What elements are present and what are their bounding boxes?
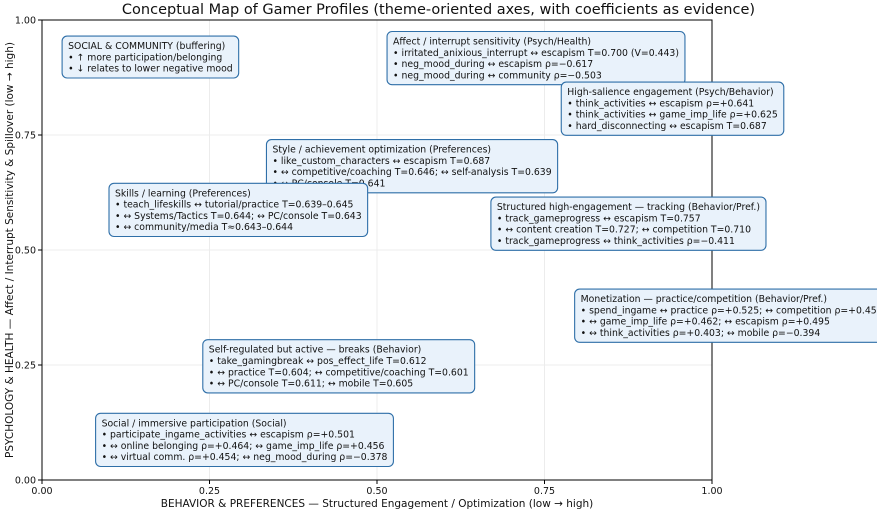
annotation-box-frame (265, 139, 559, 194)
annotation-bullet: • track_gameprogress ↔ escapism T=0.757 (497, 213, 701, 224)
annotation-heading: Structured high-engagement — tracking (B… (497, 202, 760, 213)
annotation-bullet: • ↔ competitive/coaching T=0.646; ↔ self… (272, 167, 551, 178)
annotation-box-frame (386, 30, 686, 86)
annotation-box: High-salience engagement (Psych/Behavior… (560, 81, 785, 136)
y-axis-label: PSYCHOLOGY & HEALTH — Affect / Interrupt… (4, 42, 16, 458)
x-tick-label: 0.75 (534, 486, 555, 497)
x-tick-label: 0.00 (31, 486, 52, 497)
annotation-box: Monetization — practice/competition (Beh… (574, 288, 877, 343)
annotation-bullet: • ↔ online belonging ρ=+0.464; ↔ game_im… (102, 441, 385, 452)
annotation-bullet: • ↑ more participation/belonging (68, 52, 222, 63)
annotation-bullet: • ↔ think_activities ρ=+0.403; ↔ mobile … (581, 328, 821, 339)
annotation-bullet: • ↔ practice T=0.604; ↔ competitive/coac… (209, 367, 469, 378)
annotation-box: Structured high-engagement — tracking (B… (490, 196, 767, 251)
y-tick-label: 0.50 (15, 246, 36, 257)
annotation-heading: Social / immersive participation (Social… (102, 418, 287, 429)
annotation-box-frame (95, 412, 394, 468)
x-tick-label: 1.00 (701, 486, 722, 497)
annotation-box-frame (61, 35, 240, 79)
x-axis-label: BEHAVIOR & PREFERENCES — Structured Enga… (161, 498, 594, 509)
annotation-heading: Skills / learning (Preferences) (115, 188, 251, 199)
annotation-bullet: • ↔ Systems/Tactics T=0.644; ↔ PC/consol… (115, 211, 362, 222)
annotation-heading: Monetization — practice/competition (Beh… (581, 294, 827, 305)
annotation-heading: High-salience engagement (Psych/Behavior… (567, 87, 773, 98)
annotation-box: SOCIAL & COMMUNITY (buffering)• ↑ more p… (61, 35, 240, 79)
annotation-box-frame (202, 339, 476, 394)
x-tick-label: 0.50 (366, 486, 387, 497)
annotation-heading: Self-regulated but active — breaks (Beha… (209, 345, 421, 356)
annotation-bullet: • participate_ingame_activities ↔ escapi… (102, 430, 355, 441)
annotation-bullet: • irritated_anixious_interrupt ↔ escapis… (393, 48, 679, 59)
annotation-box-frame (108, 182, 369, 238)
chart-title: Conceptual Map of Gamer Profiles (theme-… (121, 2, 756, 18)
annotation-bullet: • ↔ community/media T≈0.643–0.644 (115, 222, 293, 233)
annotation-bullet: • ↓ relates to lower negative mood (68, 64, 233, 75)
annotation-bullet: • ↔ game_imp_life ρ=+0.462; ↔ escapism ρ… (581, 317, 830, 328)
annotation-box: Skills / learning (Preferences)• teach_l… (108, 182, 369, 238)
annotation-bullet: • think_activities ↔ game_imp_life ρ=+0.… (567, 110, 778, 121)
annotation-bullet: • spend_ingame ↔ practice ρ=+0.525; ↔ co… (581, 305, 877, 316)
annotation-bullet: • like_custom_characters ↔ escapism T=0.… (272, 156, 490, 167)
annotation-heading: SOCIAL & COMMUNITY (buffering) (68, 41, 225, 52)
annotation-bullet: • ↔ virtual comm. ρ=+0.454; ↔ neg_mood_d… (102, 452, 388, 463)
y-tick-label: 1.00 (15, 16, 36, 27)
y-tick-label: 0.00 (15, 476, 36, 487)
annotation-box-frame (490, 196, 767, 251)
annotation-bullet: • neg_mood_during ↔ community ρ=−0.503 (393, 70, 602, 81)
annotation-box: Social / immersive participation (Social… (95, 412, 394, 468)
annotation-heading: Affect / interrupt sensitivity (Psych/He… (393, 37, 591, 48)
y-tick-label: 0.75 (15, 131, 36, 142)
annotation-bullet: • ↔ content creation T=0.727; ↔ competit… (497, 225, 751, 236)
annotation-bullet: • ↔ PC/console T=0.611; ↔ mobile T=0.605 (209, 379, 413, 390)
annotation-bullet: • track_gameprogress ↔ think_activities … (497, 236, 735, 247)
annotation-bullet: • teach_lifeskills ↔ tutorial/practice T… (115, 200, 353, 211)
annotation-heading: Style / achievement optimization (Prefer… (272, 145, 491, 156)
annotation-box: Affect / interrupt sensitivity (Psych/He… (386, 30, 686, 86)
annotation-box: Self-regulated but active — breaks (Beha… (202, 339, 476, 394)
annotation-bullet: • hard_disconnecting ↔ escapism T=0.687 (567, 121, 767, 132)
annotation-bullet: • neg_mood_during ↔ escapism ρ=−0.617 (393, 59, 593, 70)
x-tick-label: 0.25 (199, 486, 220, 497)
annotation-box-frame (574, 288, 877, 343)
annotation-box-frame (560, 81, 785, 136)
annotation-bullet: • think_activities ↔ escapism ρ=+0.641 (567, 98, 754, 109)
annotation-bullet: • take_gamingbreak ↔ pos_effect_life T=0… (209, 356, 427, 367)
y-tick-label: 0.25 (15, 361, 36, 372)
